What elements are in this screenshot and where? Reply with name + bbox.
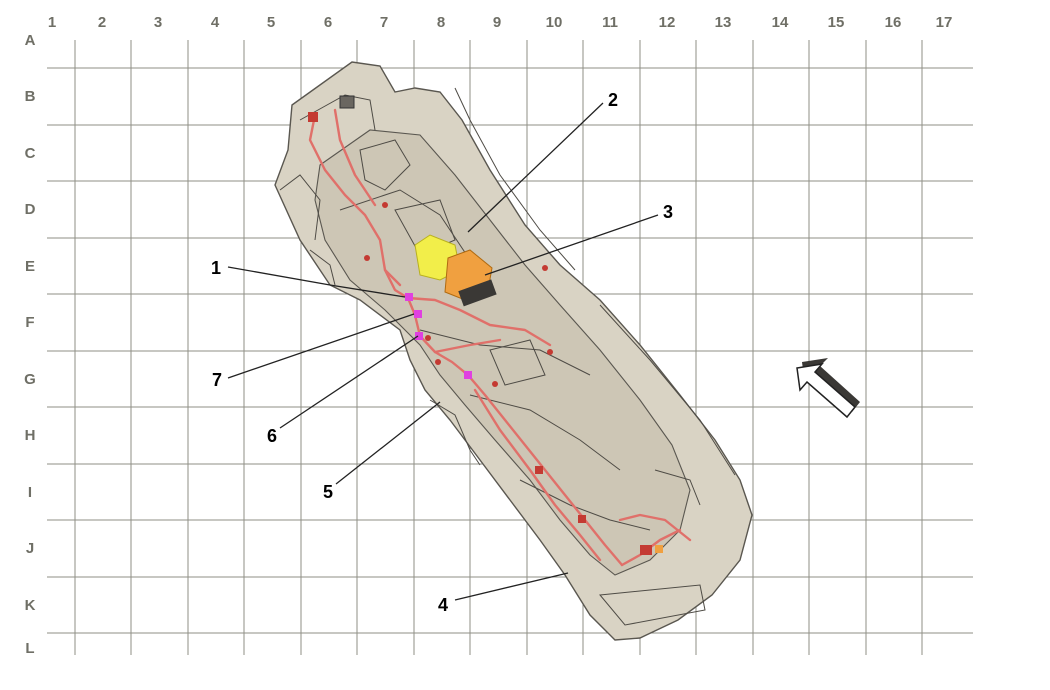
- connector-markers: [308, 95, 663, 555]
- callout-7: 7: [212, 370, 222, 390]
- connector: [542, 265, 548, 271]
- wiring-harness: [308, 108, 692, 567]
- callout-labels: 1 2 3 4 5 6 7: [211, 90, 673, 615]
- module-bracket: [458, 279, 497, 307]
- row-label: I: [28, 484, 32, 501]
- column-label: 16: [885, 14, 902, 31]
- column-labels: 1 2 3 4 5 6 7 8 9 10 11 12 13 14 15 16 1…: [48, 14, 953, 31]
- callout-1: 1: [211, 258, 221, 278]
- row-label: J: [26, 540, 34, 557]
- row-label: B: [25, 88, 36, 105]
- location-marker: [414, 310, 422, 318]
- callout-4: 4: [438, 595, 448, 615]
- row-label: F: [25, 314, 34, 331]
- connector: [435, 359, 441, 365]
- control-module: [414, 234, 497, 307]
- column-label: 1: [48, 14, 56, 31]
- callout-2: 2: [608, 90, 618, 110]
- column-label: 4: [211, 14, 220, 31]
- column-label: 6: [324, 14, 332, 31]
- connector: [578, 515, 586, 523]
- connector: [492, 381, 498, 387]
- callout-leader-lines: [227, 102, 659, 601]
- column-label: 14: [772, 14, 789, 31]
- column-label: 12: [659, 14, 676, 31]
- column-label: 15: [828, 14, 845, 31]
- connector: [339, 95, 355, 109]
- connector: [382, 202, 388, 208]
- callout-3: 3: [663, 202, 673, 222]
- callout-5: 5: [323, 482, 333, 502]
- row-label: C: [25, 145, 36, 162]
- connector: [547, 349, 553, 355]
- column-label: 7: [380, 14, 388, 31]
- row-label: E: [25, 258, 35, 275]
- column-label: 3: [154, 14, 162, 31]
- row-label: L: [25, 640, 34, 657]
- column-label: 8: [437, 14, 445, 31]
- row-label: G: [24, 371, 36, 388]
- connector: [425, 335, 431, 341]
- column-label: 2: [98, 14, 106, 31]
- row-label: H: [25, 427, 36, 444]
- location-marker: [464, 371, 472, 379]
- column-label: 11: [602, 14, 618, 31]
- location-markers: [405, 293, 472, 379]
- column-label: 9: [493, 14, 501, 31]
- column-label: 13: [715, 14, 732, 31]
- front-direction-arrow-icon: [796, 358, 860, 419]
- column-label: 10: [546, 14, 563, 31]
- location-marker: [405, 293, 413, 301]
- connector: [655, 545, 663, 553]
- column-label: 5: [267, 14, 275, 31]
- location-marker: [415, 332, 423, 340]
- row-label: K: [25, 597, 36, 614]
- connector: [308, 112, 318, 122]
- row-label: D: [25, 201, 36, 218]
- vehicle-body-illustration: [274, 61, 753, 641]
- connector: [364, 255, 370, 261]
- row-labels: A B C D E F G H I J K L: [24, 32, 36, 657]
- column-label: 17: [936, 14, 953, 31]
- connector: [535, 466, 543, 474]
- callout-6: 6: [267, 426, 277, 446]
- row-label: A: [25, 32, 36, 49]
- connector: [640, 545, 652, 555]
